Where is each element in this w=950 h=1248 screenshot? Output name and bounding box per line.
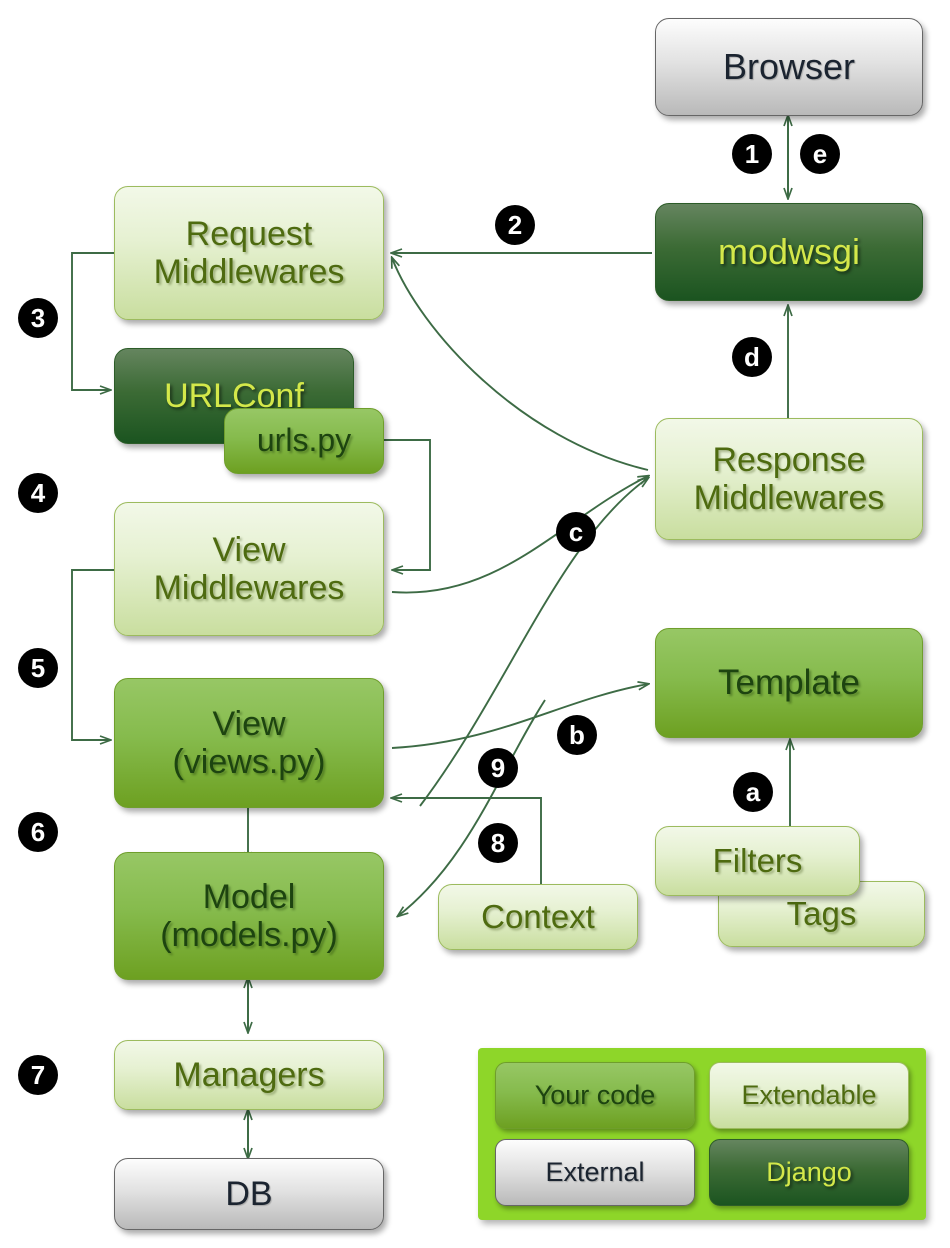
- node-context-label: Context: [481, 897, 595, 935]
- legend-item-django-label: Django: [766, 1157, 852, 1187]
- node-view-middlewares-label: View Middlewares: [153, 530, 345, 607]
- wire-viewmw-view: [71, 569, 114, 740]
- legend-item-your-code[interactable]: Your code: [495, 1062, 695, 1129]
- badge-c: c: [556, 512, 596, 552]
- node-view[interactable]: View (views.py): [114, 678, 384, 808]
- node-template-label: Template: [717, 663, 861, 703]
- node-tags-label: Tags: [786, 894, 857, 932]
- badge-b-label: b: [569, 719, 585, 750]
- wire-urlspy-viewmw: [383, 439, 431, 570]
- wire-context-model: [392, 798, 542, 884]
- badge-1-label: 1: [744, 138, 760, 169]
- badge-6: 6: [18, 812, 58, 852]
- badge-3-label: 3: [30, 302, 46, 333]
- node-filters[interactable]: Filters: [655, 826, 860, 896]
- node-browser-label: Browser: [722, 45, 856, 87]
- node-urls-py-label: urls.py: [256, 422, 352, 459]
- badge-6-label: 6: [30, 816, 46, 847]
- badge-9-label: 9: [490, 752, 506, 783]
- node-browser[interactable]: Browser: [655, 18, 923, 116]
- wire-viewmw-respmw: [391, 476, 648, 594]
- node-db[interactable]: DB: [114, 1158, 384, 1230]
- badge-5-label: 5: [30, 652, 46, 683]
- badge-e-label: e: [812, 138, 828, 169]
- badge-a-label: a: [745, 776, 761, 807]
- node-modwsgi-label: modwsgi: [717, 230, 861, 272]
- badge-3: 3: [18, 298, 58, 338]
- legend-panel: Your code Extendable External Django: [478, 1048, 926, 1220]
- wire-view-template: [391, 684, 648, 749]
- node-managers[interactable]: Managers: [114, 1040, 384, 1110]
- node-request-middlewares[interactable]: Request Middlewares: [114, 186, 384, 320]
- badge-7-label: 7: [30, 1059, 46, 1090]
- wire-respmw-reqmw: [392, 258, 649, 471]
- badge-8: 8: [478, 823, 518, 863]
- node-filters-label: Filters: [712, 841, 803, 879]
- legend-item-django[interactable]: Django: [709, 1139, 909, 1206]
- node-response-middlewares-label: Response Middlewares: [693, 440, 885, 517]
- node-modwsgi[interactable]: modwsgi: [655, 203, 923, 301]
- badge-d-label: d: [744, 341, 760, 372]
- node-template[interactable]: Template: [655, 628, 923, 738]
- legend-item-external-label: External: [545, 1157, 645, 1187]
- badge-5: 5: [18, 648, 58, 688]
- badge-7: 7: [18, 1055, 58, 1095]
- badge-4-label: 4: [30, 477, 46, 508]
- node-managers-label: Managers: [173, 1055, 325, 1094]
- legend-item-extendable[interactable]: Extendable: [709, 1062, 909, 1129]
- badge-c-label: c: [568, 516, 584, 547]
- badge-1: 1: [732, 134, 772, 174]
- legend-item-extendable-label: Extendable: [741, 1080, 877, 1110]
- node-context[interactable]: Context: [438, 884, 638, 950]
- node-model-label: Model (models.py): [160, 877, 338, 954]
- badge-2: 2: [495, 205, 535, 245]
- node-response-middlewares[interactable]: Response Middlewares: [655, 418, 923, 540]
- node-model[interactable]: Model (models.py): [114, 852, 384, 980]
- badge-e: e: [800, 134, 840, 174]
- node-view-label: View (views.py): [172, 704, 326, 781]
- node-db-label: DB: [225, 1174, 273, 1213]
- node-request-middlewares-label: Request Middlewares: [153, 214, 345, 291]
- legend-item-your-code-label: Your code: [534, 1080, 656, 1110]
- badge-8-label: 8: [490, 827, 506, 858]
- wire-view-respmw: [419, 478, 648, 807]
- badge-2-label: 2: [507, 209, 523, 240]
- node-urls-py[interactable]: urls.py: [224, 408, 384, 474]
- badge-9: 9: [478, 748, 518, 788]
- node-view-middlewares[interactable]: View Middlewares: [114, 502, 384, 636]
- wire-reqmw-urlconf: [71, 252, 114, 390]
- badge-b: b: [557, 715, 597, 755]
- badge-d: d: [732, 337, 772, 377]
- legend-item-external[interactable]: External: [495, 1139, 695, 1206]
- badge-a: a: [733, 772, 773, 812]
- badge-4: 4: [18, 473, 58, 513]
